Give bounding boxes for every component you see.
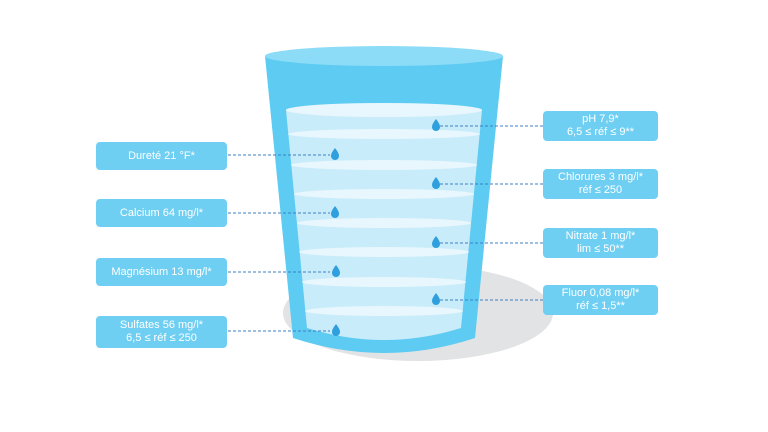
water-ring	[302, 277, 466, 287]
label-magnesium: Magnésium 13 mg/l*	[96, 258, 227, 286]
label-line: lim ≤ 50**	[577, 243, 624, 255]
label-chlorures: Chlorures 3 mg/l* réf ≤ 250	[543, 169, 658, 199]
water-ring	[299, 247, 469, 257]
droplet-icon	[332, 324, 340, 336]
water-ring	[291, 160, 477, 170]
water-ring	[294, 189, 474, 199]
droplet-icon	[331, 206, 339, 218]
connectors-right	[440, 125, 543, 301]
label-line: Dureté 21 °F*	[128, 149, 195, 162]
label-fluor: Fluor 0,08 mg/l* réf ≤ 1,5**	[543, 285, 658, 315]
label-line: Magnésium 13 mg/l*	[111, 265, 212, 278]
droplet-icon	[432, 293, 440, 305]
label-sulfates: Sulfates 56 mg/l* 6,5 ≤ réf ≤ 250	[96, 316, 227, 348]
connectors-left	[228, 154, 330, 332]
label-ph: pH 7,9* 6,5 ≤ réf ≤ 9**	[543, 111, 658, 141]
label-line: pH 7,9*	[582, 113, 619, 125]
water-surface	[286, 103, 482, 117]
water-rings	[288, 129, 480, 316]
label-nitrate: Nitrate 1 mg/l* lim ≤ 50**	[543, 228, 658, 258]
label-line: 6,5 ≤ réf ≤ 250	[126, 332, 197, 344]
label-line: réf ≤ 250	[578, 184, 623, 196]
label-line: Chlorures 3 mg/l*	[558, 171, 643, 183]
droplet-icon	[332, 265, 340, 277]
water-ring	[297, 218, 471, 228]
label-line: réf ≤ 1,5**	[576, 300, 625, 312]
label-calcium: Calcium 64 mg/l*	[96, 199, 227, 227]
label-line: Fluor 0,08 mg/l*	[561, 287, 640, 299]
droplet-icon	[432, 119, 440, 131]
label-line: Nitrate 1 mg/l*	[565, 230, 636, 242]
label-line: Calcium 64 mg/l*	[119, 206, 204, 219]
label-line: 6,5 ≤ réf ≤ 9**	[566, 126, 635, 138]
droplet-icon	[331, 148, 339, 160]
droplet-icon	[432, 177, 440, 189]
glass-rim	[265, 46, 503, 66]
water-ring	[305, 306, 463, 316]
droplets	[331, 119, 440, 336]
label-line: Sulfates 56 mg/l*	[119, 319, 204, 331]
droplet-icon	[432, 236, 440, 248]
water-ring	[288, 129, 480, 139]
label-durete: Dureté 21 °F*	[96, 142, 227, 170]
